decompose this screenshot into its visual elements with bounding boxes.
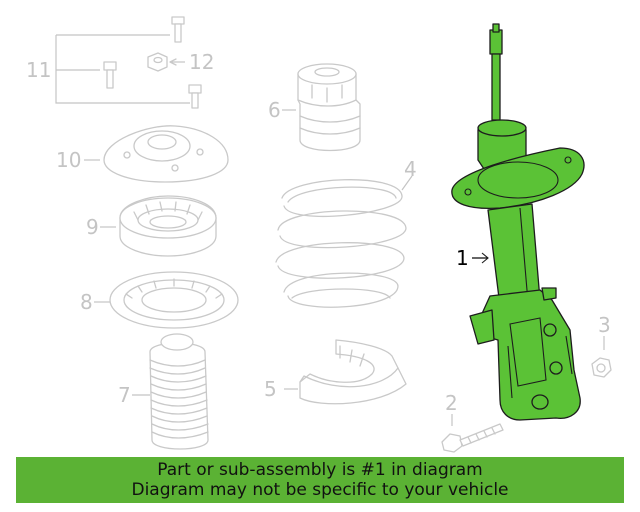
callout-1: 1 [456, 246, 469, 270]
callout-2: 2 [445, 391, 458, 415]
part-10-upper-mount [84, 125, 229, 183]
part-12-nut [147, 52, 185, 72]
banner-line-1: Part or sub-assembly is #1 in diagram [157, 460, 483, 480]
bolt-11-bottom [188, 84, 202, 109]
callout-4: 4 [404, 157, 417, 181]
part-3-nut [591, 336, 612, 378]
callout-11: 11 [26, 58, 51, 82]
part-1-strut-assembly [451, 23, 585, 421]
part-5-spring-seat [284, 339, 407, 405]
part-9-bearing-seat [100, 195, 217, 257]
callout-3: 3 [598, 313, 611, 337]
banner-line-2: Diagram may not be specific to your vehi… [131, 480, 509, 500]
callout-8: 8 [80, 290, 93, 314]
info-banner: Part or sub-assembly is #1 in diagram Di… [16, 457, 624, 503]
bolt-11-top [171, 16, 185, 43]
callout-9: 9 [86, 215, 99, 239]
parts-diagram: 1 2 3 4 5 6 7 8 9 10 11 12 [26, 16, 612, 453]
callout-5: 5 [264, 377, 277, 401]
part-7-dust-boot [132, 333, 209, 450]
part-6-bump-stop [282, 63, 361, 152]
callout-7: 7 [118, 383, 131, 407]
callout-10: 10 [56, 148, 81, 172]
callout-6: 6 [268, 98, 281, 122]
part-4-coil-spring [275, 175, 413, 308]
part-2-bolt [441, 414, 504, 453]
bolt-11-middle [103, 61, 117, 89]
part-11-bolts [55, 16, 202, 109]
callout-12: 12 [189, 50, 214, 74]
part-8-isolator-ring [94, 271, 239, 329]
